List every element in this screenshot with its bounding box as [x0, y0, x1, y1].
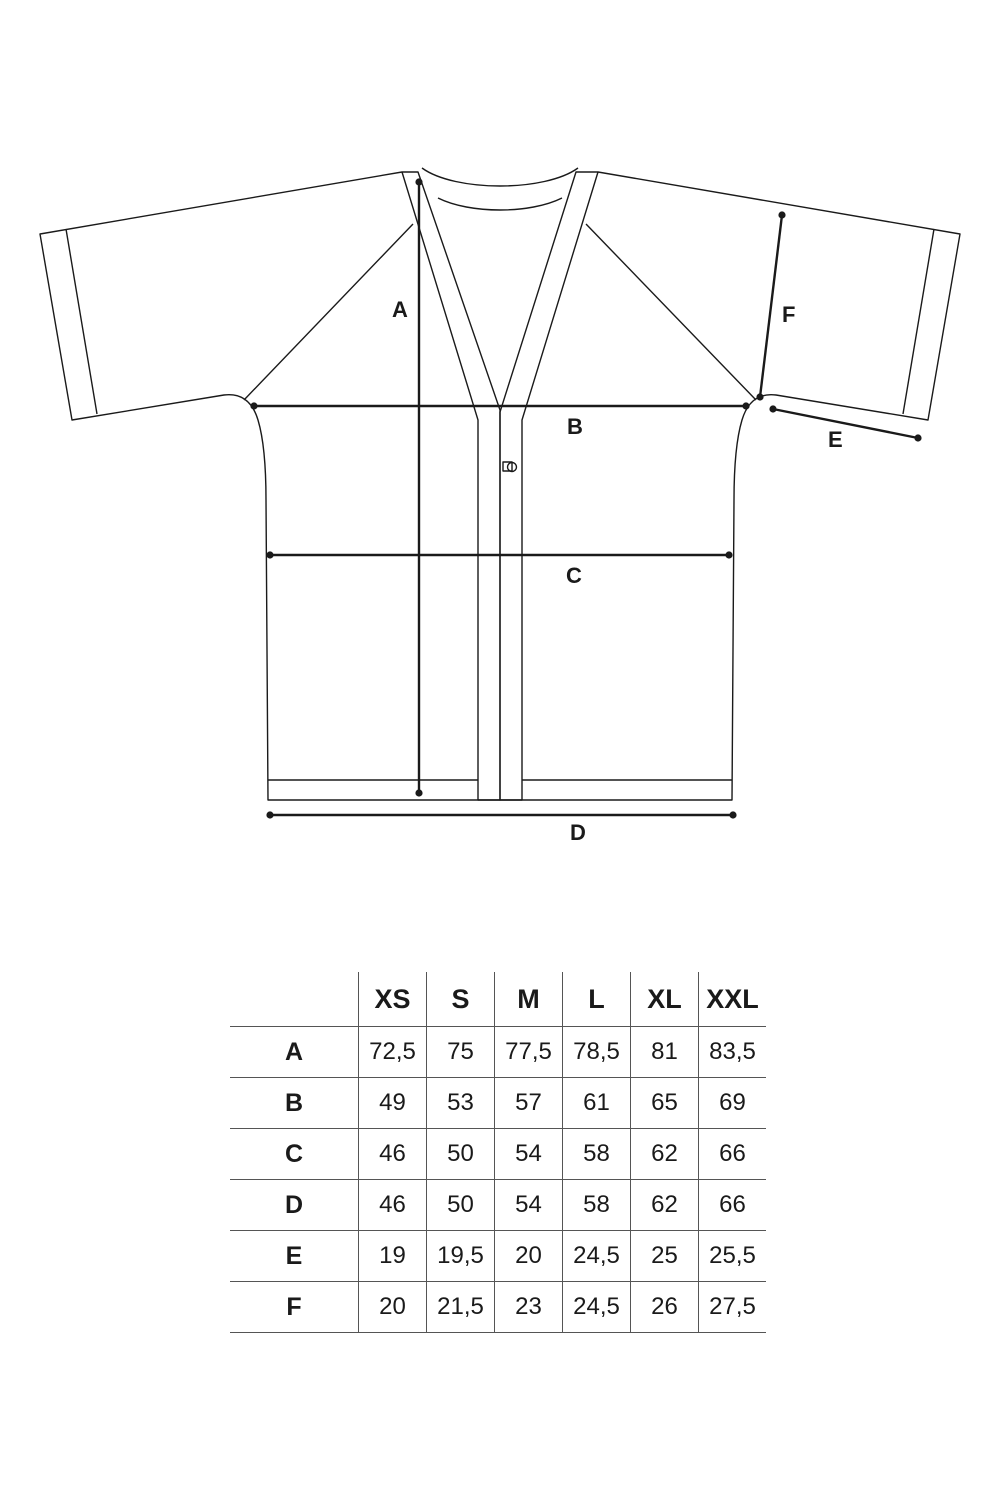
right-front-band — [499, 171, 599, 801]
measure-line-e — [772, 407, 919, 440]
measure-f-dot-bottom — [756, 393, 764, 401]
measurement-cell: 19 — [358, 1230, 427, 1282]
measurement-cell: 78,5 — [562, 1026, 631, 1078]
measurement-cell: 50 — [426, 1179, 495, 1231]
measurement-cell: 46 — [358, 1128, 427, 1180]
label-a: A — [392, 297, 408, 322]
left-sleeve-cuff — [65, 228, 98, 415]
row-label: A — [230, 1026, 359, 1078]
measure-f-dot-top — [778, 211, 786, 219]
left-front-band — [401, 171, 501, 801]
measurement-cell: 58 — [562, 1128, 631, 1180]
row-label: B — [230, 1077, 359, 1129]
measure-d-dot-left — [266, 811, 274, 819]
size-chart-table: XS S M L XL XXL A 72,5 75 77,5 78,5 81 8… — [230, 972, 766, 1333]
size-header: XXL — [698, 972, 766, 1027]
measure-e-dot-end — [914, 434, 922, 442]
table-row: E 19 19,5 20 24,5 25 25,5 — [230, 1230, 766, 1282]
label-e: E — [828, 427, 843, 452]
back-neck-binding — [437, 197, 563, 211]
measurement-cell: 83,5 — [698, 1026, 766, 1078]
measurement-cell: 72,5 — [358, 1026, 427, 1078]
measurement-cell: 54 — [494, 1128, 563, 1180]
measure-c-dot-left — [266, 551, 274, 559]
corner-cell — [230, 972, 359, 1027]
measurement-cell: 21,5 — [426, 1281, 495, 1333]
label-d: D — [570, 820, 586, 845]
measurement-cell: 25,5 — [698, 1230, 766, 1282]
measurement-cell: 81 — [630, 1026, 699, 1078]
measurement-cell: 20 — [494, 1230, 563, 1282]
measurement-cell: 19,5 — [426, 1230, 495, 1282]
measurement-cell: 27,5 — [698, 1281, 766, 1333]
measurement-cell: 54 — [494, 1179, 563, 1231]
measurement-cell: 75 — [426, 1026, 495, 1078]
garment-measurement-diagram: A B C D E F — [39, 167, 961, 845]
size-header: S — [426, 972, 495, 1027]
left-raglan-seam — [243, 223, 414, 401]
measurement-cell: 66 — [698, 1179, 766, 1231]
right-sleeve-cuff — [902, 228, 935, 415]
measurement-cell: 66 — [698, 1128, 766, 1180]
measure-d-dot-right — [729, 811, 737, 819]
measure-c-dot-right — [725, 551, 733, 559]
measurement-cell: 50 — [426, 1128, 495, 1180]
table-row: B 49 53 57 61 65 69 — [230, 1077, 766, 1129]
row-label: C — [230, 1128, 359, 1180]
back-neckline — [421, 167, 579, 187]
row-label: D — [230, 1179, 359, 1231]
measure-b-dot-right — [742, 402, 750, 410]
measurement-cell: 23 — [494, 1281, 563, 1333]
size-header-row: XS S M L XL XXL — [230, 972, 766, 1027]
measurement-cell: 77,5 — [494, 1026, 563, 1078]
size-header: L — [562, 972, 631, 1027]
button — [506, 461, 518, 473]
measurement-cell: 24,5 — [562, 1230, 631, 1282]
size-header: XL — [630, 972, 699, 1027]
measurement-cell: 49 — [358, 1077, 427, 1129]
measure-b-dot-left — [250, 402, 258, 410]
measurement-cell: 65 — [630, 1077, 699, 1129]
row-label: F — [230, 1281, 359, 1333]
label-b: B — [567, 414, 583, 439]
measurement-cell: 26 — [630, 1281, 699, 1333]
label-c: C — [566, 563, 582, 588]
measurement-cell: 20 — [358, 1281, 427, 1333]
measurement-cell: 25 — [630, 1230, 699, 1282]
table-row: F 20 21,5 23 24,5 26 27,5 — [230, 1281, 766, 1333]
measurement-cell: 46 — [358, 1179, 427, 1231]
right-raglan-seam — [585, 223, 757, 401]
measurement-cell: 62 — [630, 1179, 699, 1231]
table-row: D 46 50 54 58 62 66 — [230, 1179, 766, 1231]
measurement-cell: 53 — [426, 1077, 495, 1129]
measure-a-dot-bottom — [415, 789, 423, 797]
label-f: F — [782, 302, 795, 327]
measure-a-dot-top — [415, 178, 423, 186]
measure-e-dot-start — [769, 405, 777, 413]
measurement-cell: 58 — [562, 1179, 631, 1231]
measurement-cell: 62 — [630, 1128, 699, 1180]
size-header: XS — [358, 972, 427, 1027]
row-label: E — [230, 1230, 359, 1282]
measurement-cell: 61 — [562, 1077, 631, 1129]
table-row: A 72,5 75 77,5 78,5 81 83,5 — [230, 1026, 766, 1078]
size-header: M — [494, 972, 563, 1027]
table-row: C 46 50 54 58 62 66 — [230, 1128, 766, 1180]
button-loop — [502, 461, 513, 472]
measurement-cell: 24,5 — [562, 1281, 631, 1333]
measurement-cell: 69 — [698, 1077, 766, 1129]
measurement-cell: 57 — [494, 1077, 563, 1129]
measure-line-f — [758, 214, 784, 398]
